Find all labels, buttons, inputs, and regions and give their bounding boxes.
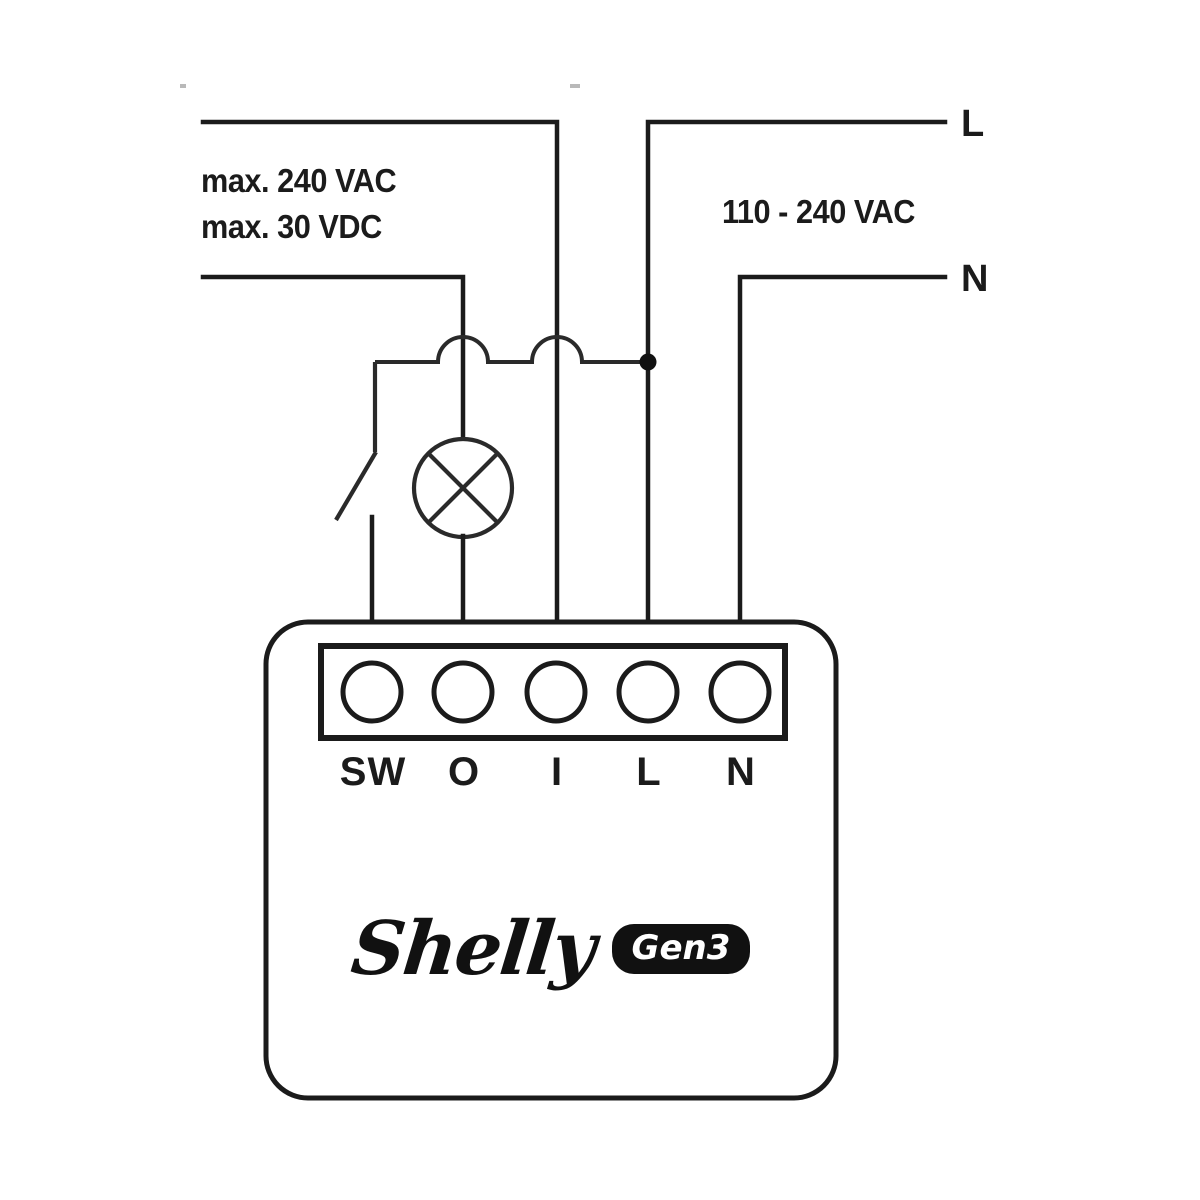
lamp-cross-stroke-b: [426, 451, 500, 525]
scan-speck: [570, 84, 580, 88]
scan-speck: [180, 84, 186, 88]
shelly-wordmark: Shelly: [347, 906, 599, 992]
brand-lockup: Shelly Gen3: [347, 906, 751, 992]
load-rating-note: max. 240 VAC max. 30 VDC: [201, 158, 397, 250]
load-wire-upper: [200, 119, 560, 625]
terminal-hole-l[interactable]: [616, 660, 680, 724]
load-rating-line-1: max. 240 VAC: [201, 162, 397, 199]
terminal-label-l: L: [636, 750, 662, 794]
neutral-rail-wire: [737, 274, 948, 625]
terminal-hole-o[interactable]: [431, 660, 495, 724]
junction-dot: [639, 353, 657, 371]
neutral-rail-label: N: [961, 258, 988, 300]
line-rail-wire: [645, 119, 948, 625]
terminal-hole-n[interactable]: [708, 660, 772, 724]
line-rail-label: L: [961, 103, 984, 145]
terminal-hole-sw[interactable]: [340, 660, 404, 724]
terminal-label-i: I: [550, 750, 564, 794]
supply-rating-note: 110 - 240 VAC: [722, 193, 916, 230]
terminal-hole-i[interactable]: [524, 660, 588, 724]
switch-blade: [334, 450, 378, 522]
terminal-label-o: O: [447, 750, 481, 794]
load-wire-lower: [200, 274, 466, 443]
branch-wire-with-hops: [375, 335, 648, 364]
terminal-label-sw: SW: [339, 750, 407, 794]
terminal-label-n: N: [726, 750, 756, 794]
load-rating-line-2: max. 30 VDC: [201, 208, 382, 245]
gen3-badge: Gen3: [611, 924, 751, 974]
